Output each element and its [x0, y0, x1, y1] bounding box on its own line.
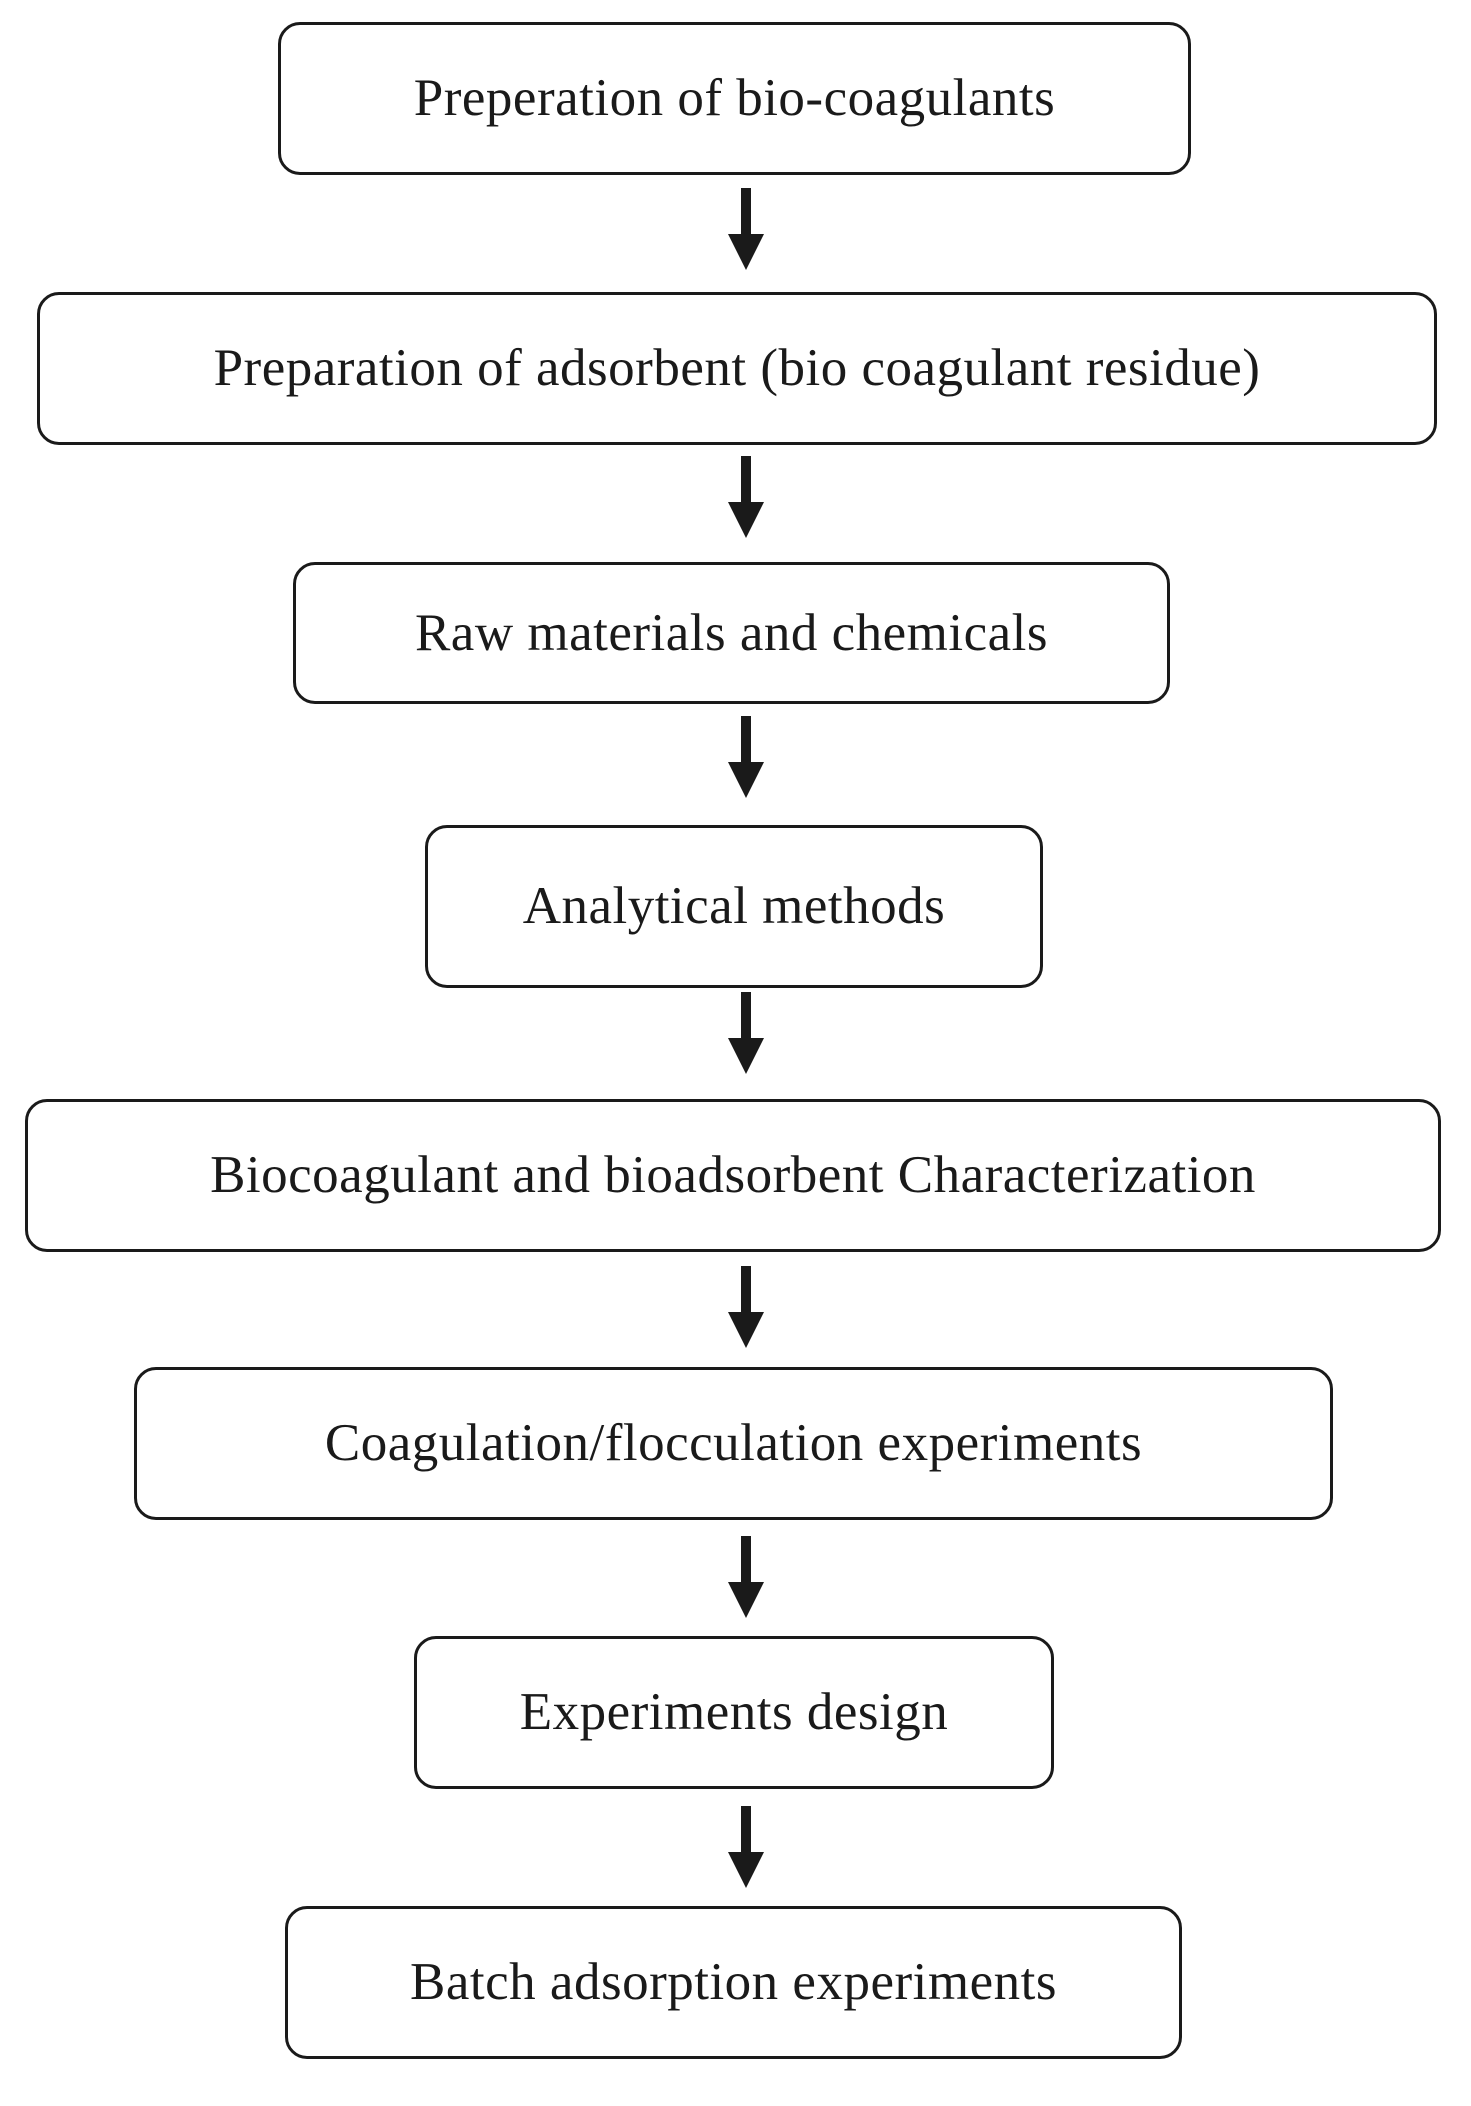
down-arrow-icon	[728, 716, 764, 798]
step-box-characterization: Biocoagulant and bioadsorbent Characteri…	[25, 1099, 1441, 1252]
step-box-preparation-of-bio-coagulants: Preperation of bio-coagulants	[278, 22, 1191, 175]
step-label: Experiments design	[519, 1683, 949, 1741]
step-label: Biocoagulant and bioadsorbent Characteri…	[210, 1146, 1256, 1204]
step-box-experiments-design: Experiments design	[414, 1636, 1054, 1789]
step-label: Preparation of adsorbent (bio coagulant …	[213, 339, 1261, 397]
step-label: Batch adsorption experiments	[410, 1953, 1057, 2011]
down-arrow-icon	[728, 188, 764, 270]
down-arrow-icon	[728, 1806, 764, 1888]
step-box-raw-materials-and-chemicals: Raw materials and chemicals	[293, 562, 1170, 704]
step-box-coagulation-flocculation-experiments: Coagulation/flocculation experiments	[134, 1367, 1333, 1520]
step-label: Preperation of bio-coagulants	[413, 69, 1056, 127]
step-label: Analytical methods	[522, 877, 946, 935]
down-arrow-icon	[728, 1266, 764, 1348]
down-arrow-icon	[728, 992, 764, 1074]
step-label: Raw materials and chemicals	[414, 603, 1049, 662]
step-box-batch-adsorption-experiments: Batch adsorption experiments	[285, 1906, 1182, 2059]
step-box-preparation-of-adsorbent: Preparation of adsorbent (bio coagulant …	[37, 292, 1437, 445]
step-label: Coagulation/flocculation experiments	[324, 1414, 1143, 1472]
step-box-analytical-methods: Analytical methods	[425, 825, 1043, 988]
down-arrow-icon	[728, 456, 764, 538]
down-arrow-icon	[728, 1536, 764, 1618]
